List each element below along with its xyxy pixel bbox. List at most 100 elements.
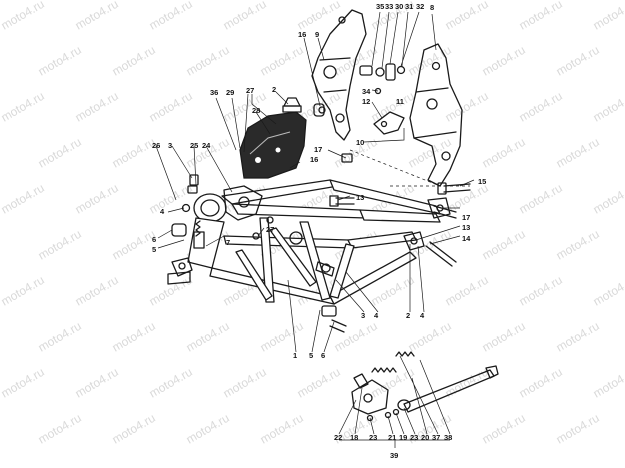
callout-11: 11 <box>396 97 404 106</box>
callout-4-side: 4 <box>160 207 165 216</box>
callout-33: 33 <box>385 2 393 11</box>
watermark-text: moto4.ru <box>480 43 528 79</box>
watermark-text: moto4.ru <box>110 43 158 79</box>
callout-27-mid: 27 <box>266 225 274 234</box>
watermark-text: moto4.ru <box>295 365 343 401</box>
callout-25: 25 <box>190 141 198 150</box>
callout-10: 10 <box>356 138 364 147</box>
footpeg-hardware <box>318 63 406 135</box>
callout-37: 37 <box>432 433 440 442</box>
callout-35: 35 <box>376 2 384 11</box>
watermark-text: moto4.ru <box>147 273 195 309</box>
watermark-text: moto4.ru <box>554 319 602 355</box>
callout-14: 14 <box>462 234 471 243</box>
callout-28: 28 <box>252 106 260 115</box>
callout-labels: 35 33 30 31 32 8 16 9 34 12 11 10 36 29 … <box>152 2 486 460</box>
callout-23-a: 23 <box>369 433 377 442</box>
callout-27-top: 27 <box>246 86 254 95</box>
callout-1: 1 <box>293 351 297 360</box>
callout-30: 30 <box>395 2 403 11</box>
callout-16-top: 16 <box>298 30 306 39</box>
watermark-text: moto4.ru <box>110 135 158 171</box>
callout-2-low: 2 <box>406 311 410 320</box>
watermark-text: moto4.ru <box>73 89 121 125</box>
callout-15: 15 <box>478 177 486 186</box>
callout-18: 18 <box>350 433 358 442</box>
callout-7: 7 <box>226 238 230 247</box>
watermark-text: moto4.ru <box>480 319 528 355</box>
watermark-text: moto4.ru <box>369 89 417 125</box>
watermark-text: moto4.ru <box>0 365 47 401</box>
callout-2-top: 2 <box>272 85 276 94</box>
watermark-text: moto4.ru <box>554 135 602 171</box>
callout-23-b: 23 <box>410 433 418 442</box>
watermark-text: moto4.ru <box>0 181 47 217</box>
watermark-text: moto4.ru <box>184 319 232 355</box>
callout-32: 32 <box>416 2 424 11</box>
watermark-text: moto4.ru <box>406 135 454 171</box>
callout-24: 24 <box>202 141 211 150</box>
watermark-text: moto4.ru <box>258 411 306 447</box>
watermark-text: moto4.ru <box>554 411 602 447</box>
callout-36: 36 <box>210 88 218 97</box>
watermark-text: moto4.ru <box>517 0 565 33</box>
callout-34: 34 <box>362 87 371 96</box>
watermark-text: moto4.ru <box>480 135 528 171</box>
watermark-text: moto4.ru <box>184 43 232 79</box>
watermark-text: moto4.ru <box>110 411 158 447</box>
watermark-text: moto4.ru <box>73 273 121 309</box>
watermark-text: moto4.ru <box>36 43 84 79</box>
callout-6-low: 6 <box>321 351 325 360</box>
callout-13-top: 13 <box>356 193 364 202</box>
callout-4-low2: 4 <box>420 311 425 320</box>
watermark-text: moto4.ru <box>443 89 491 125</box>
callout-3-low: 3 <box>361 311 365 320</box>
seat-pad <box>239 111 307 179</box>
watermark-text: moto4.ru <box>443 0 491 33</box>
side-stand-assembly <box>351 365 499 422</box>
watermark-text: moto4.ru <box>36 135 84 171</box>
watermark-text: moto4.ru <box>258 319 306 355</box>
callout-4-low: 4 <box>374 311 379 320</box>
watermark-text: moto4.ru <box>480 411 528 447</box>
watermark-text: moto4.ru <box>591 273 625 309</box>
watermark-text: moto4.ru <box>517 89 565 125</box>
watermark-text: moto4.ru <box>0 273 47 309</box>
callout-8: 8 <box>430 3 434 12</box>
watermark-text: moto4.ru <box>443 365 491 401</box>
callout-16-mid: 16 <box>310 155 318 164</box>
watermark-text: moto4.ru <box>36 319 84 355</box>
watermark-text: moto4.ru <box>591 89 625 125</box>
stand-springs <box>371 351 415 373</box>
callout-17-right: 17 <box>462 213 470 222</box>
watermark-text: moto4.ru <box>591 181 625 217</box>
callout-26: 26 <box>152 141 160 150</box>
watermark-text: moto4.ru <box>221 365 269 401</box>
callout-22: 22 <box>334 433 342 442</box>
watermark-layer: moto4.ru moto4.ru moto4.ru moto4.ru moto4.ru… <box>0 0 625 447</box>
callout-17-mid: 17 <box>314 145 322 154</box>
callout-38: 38 <box>444 433 452 442</box>
watermark-text: moto4.ru <box>184 411 232 447</box>
right-footpeg-bracket <box>409 43 463 187</box>
callout-19: 19 <box>399 433 407 442</box>
watermark-text: moto4.ru <box>258 43 306 79</box>
callout-9: 9 <box>315 30 319 39</box>
watermark-text: moto4.ru <box>554 43 602 79</box>
watermark-text: moto4.ru <box>110 319 158 355</box>
watermark-text: moto4.ru <box>147 89 195 125</box>
watermark-text: moto4.ru <box>591 0 625 33</box>
spacer-16 <box>313 103 325 117</box>
callout-5-low: 5 <box>309 351 313 360</box>
watermark-text: moto4.ru <box>332 319 380 355</box>
watermark-text: moto4.ru <box>517 365 565 401</box>
watermark-text: moto4.ru <box>406 319 454 355</box>
watermark-text: moto4.ru <box>73 181 121 217</box>
watermark-text: moto4.ru <box>147 365 195 401</box>
cap-nut-2 <box>282 97 302 113</box>
steering-head-hardware <box>167 174 274 285</box>
callout-13-right: 13 <box>462 223 470 232</box>
watermark-text: moto4.ru <box>36 227 84 263</box>
watermark-text: moto4.ru <box>480 227 528 263</box>
